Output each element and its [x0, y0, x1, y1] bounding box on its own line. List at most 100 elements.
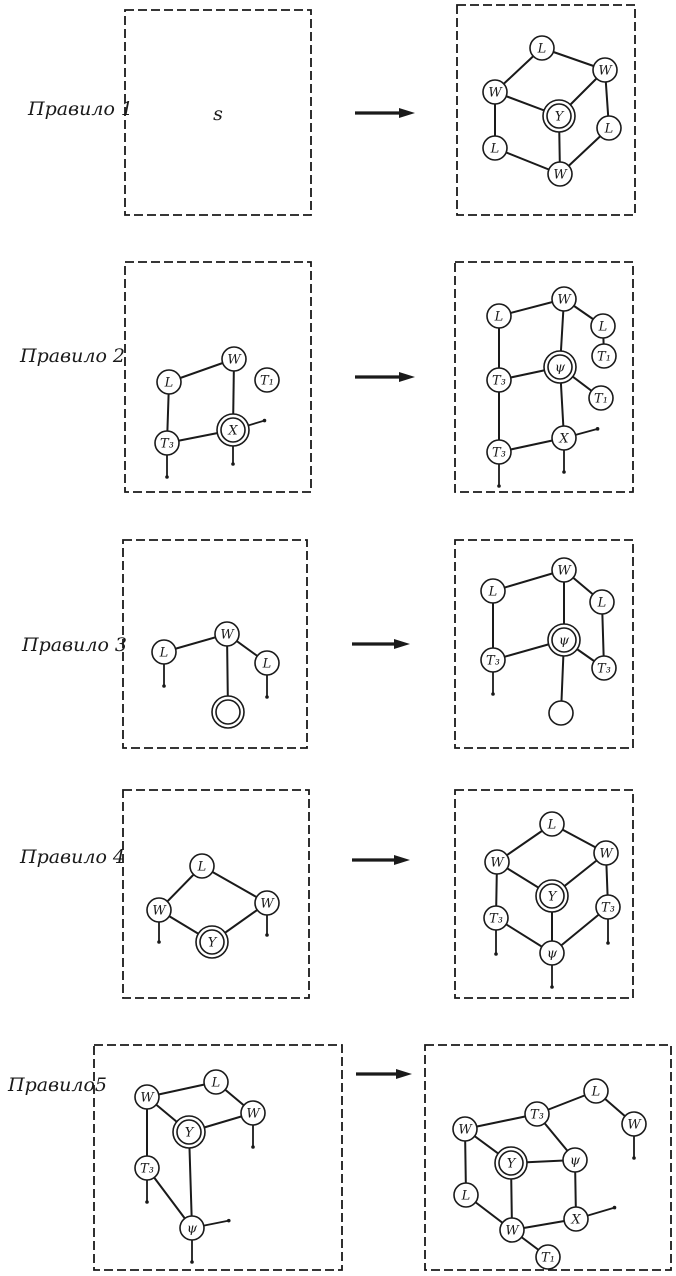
node-circle — [151, 639, 177, 665]
node-circle — [254, 367, 280, 393]
left-frame — [124, 261, 312, 493]
graph-node: W — [214, 621, 240, 647]
edge-stub-end — [595, 427, 600, 431]
graph-node: W — [134, 1084, 160, 1110]
edge-stub — [587, 1206, 615, 1217]
edge-stub-end — [497, 484, 501, 488]
graph-node: T₃ — [480, 647, 506, 673]
node-circle — [179, 1215, 205, 1241]
graph-node: T₃ — [486, 367, 512, 393]
graph-node: L — [254, 650, 280, 676]
node-circle — [154, 430, 180, 456]
node-circle — [480, 578, 506, 604]
graph-node: L — [583, 1078, 609, 1104]
node-label: ψ — [555, 361, 566, 376]
node-label: T₁ — [597, 350, 611, 365]
graph-node: L — [203, 1069, 229, 1095]
node-label: T₁ — [260, 374, 274, 389]
graph-node: W — [254, 890, 280, 916]
node-label: ψ — [559, 634, 570, 649]
rule-label: Правило 4 — [19, 846, 125, 868]
node-label: L — [537, 42, 547, 57]
graph-node: ψ — [179, 1215, 205, 1241]
graph-node: W — [482, 79, 508, 105]
graph-node: X — [216, 413, 250, 447]
graph-node: L — [480, 578, 506, 604]
node-label: ψ — [547, 947, 558, 962]
node-label: T₃ — [140, 1162, 154, 1177]
graph-node: Y — [195, 925, 229, 959]
node-label: T₃ — [160, 437, 174, 452]
arrow-head — [394, 639, 410, 649]
node-circle — [221, 346, 247, 372]
graph-node: Y — [172, 1115, 206, 1149]
graph-node: Y — [535, 879, 569, 913]
node-label: W — [490, 856, 505, 871]
graph-node: T₁ — [535, 1244, 561, 1270]
node-circle — [551, 627, 577, 653]
edge-stub — [575, 427, 598, 436]
graph-node: W — [593, 840, 619, 866]
node-circle — [524, 1101, 550, 1127]
graph-node: W — [484, 849, 510, 875]
node-label: T₃ — [492, 374, 506, 389]
edge-stub-end — [162, 684, 166, 688]
node-circle — [134, 1155, 160, 1181]
node-label: Y — [208, 936, 218, 951]
graph-node: L — [156, 369, 182, 395]
graph-node: T₃ — [134, 1155, 160, 1181]
graph-node: X — [563, 1206, 589, 1232]
node-label: X — [227, 424, 238, 439]
node-label: L — [490, 142, 500, 157]
graph-node: ψ — [539, 940, 565, 966]
node-circle — [452, 1116, 478, 1142]
rule-label: Правило 2 — [19, 345, 125, 367]
node-circle — [591, 655, 617, 681]
graph-node: ψ — [547, 623, 581, 657]
node-label: X — [570, 1213, 581, 1228]
graph-node: W — [146, 897, 172, 923]
node-circle — [551, 286, 577, 312]
node-circle — [220, 417, 246, 443]
node-label: Y — [185, 1126, 195, 1141]
node-label: L — [488, 585, 498, 600]
node-label: L — [461, 1189, 471, 1204]
node-label: L — [211, 1076, 221, 1091]
node-circle — [539, 883, 565, 909]
node-circle — [254, 650, 280, 676]
node-label: W — [220, 628, 235, 643]
node-circle — [529, 35, 555, 61]
left-frame — [124, 9, 312, 216]
node-circle — [588, 385, 614, 411]
node-circle — [535, 1244, 561, 1270]
node-label: L — [604, 122, 614, 137]
graph-node: ψ — [543, 350, 577, 384]
node-label: L — [159, 646, 169, 661]
node-circle — [621, 1111, 647, 1137]
edge-stub-end — [612, 1205, 617, 1210]
node-label: W — [505, 1224, 520, 1239]
node-circle — [563, 1206, 589, 1232]
node-circle — [176, 1119, 202, 1145]
edge-stub-end — [165, 475, 169, 479]
node-label: L — [164, 376, 174, 391]
edge-stub-end — [145, 1200, 149, 1204]
node-circle — [482, 135, 508, 161]
graph-node: L — [482, 135, 508, 161]
graph-node: W — [499, 1217, 525, 1243]
arrow-head — [399, 372, 415, 382]
arrow-head — [396, 1069, 412, 1079]
right-frame — [454, 539, 634, 749]
graph-node: W — [551, 286, 577, 312]
edge-stub-end — [491, 692, 495, 696]
graph-node — [211, 695, 245, 729]
arrow-head — [394, 855, 410, 865]
right-frame — [454, 261, 634, 493]
graph-node: W — [452, 1116, 478, 1142]
node-label: W — [598, 64, 613, 79]
node-label: Y — [548, 890, 558, 905]
right-frame — [454, 789, 634, 999]
node-circle — [593, 840, 619, 866]
node-circle — [583, 1078, 609, 1104]
